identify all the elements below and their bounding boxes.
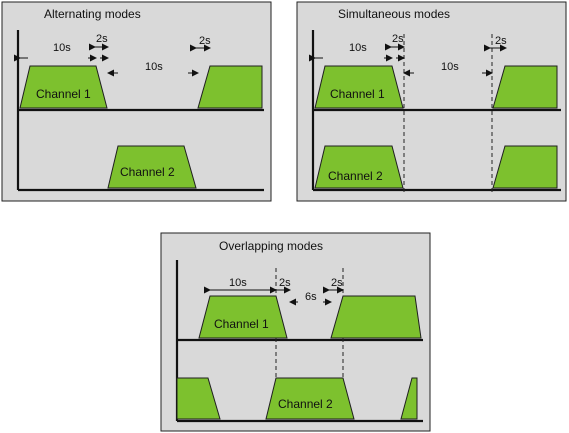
panel-overlapping-title: Overlapping modes [219,239,323,253]
channel2-label: Channel 2 [120,165,175,179]
channel2-pulse [492,145,558,189]
channel1-pulse [197,65,263,109]
channel1-pulse [492,65,558,109]
channel2-pulse [314,145,404,189]
panel-overlapping: Overlapping modes Channel 1 Channel 2 10… [160,232,431,432]
on-time-label: 10s [229,277,247,289]
ramp-time-label: 2s [199,35,211,47]
on-time-label: 10s [349,42,367,54]
gap-time-label: 6s [305,291,317,303]
ramp-time-label: 2s [495,35,507,47]
channel1-label: Channel 1 [330,87,385,101]
panel-alternating: Alternating modes Channel 1 Channel 2 10… [1,1,272,202]
channel2-pulse [107,145,197,189]
channel1-label: Channel 1 [214,317,269,331]
channel1-pulse [19,65,108,109]
on-time-label: 10s [53,42,71,54]
ramp-time-label: 2s [96,33,108,45]
channel1-pulse [330,295,422,339]
ramp-time-label: 2s [392,33,404,45]
channel2-label: Channel 2 [328,169,383,183]
channel2-label: Channel 2 [278,397,333,411]
channel1-pulse [198,295,288,339]
gap-time-label: 10s [145,61,163,73]
ramp-time-label: 2s [331,277,343,289]
channel1-label: Channel 1 [36,87,91,101]
gap-time-label: 10s [441,61,459,73]
channel2-pulse [265,377,355,420]
channel1-pulse [314,65,404,109]
channel2-pulse [176,377,221,420]
panel-simultaneous: Simultaneous modes Channel 1 Channel 2 1… [296,1,567,202]
ramp-time-label: 2s [279,277,291,289]
panel-alternating-title: Alternating modes [44,7,141,21]
panel-simultaneous-title: Simultaneous modes [338,7,450,21]
channel2-pulse [400,377,418,420]
